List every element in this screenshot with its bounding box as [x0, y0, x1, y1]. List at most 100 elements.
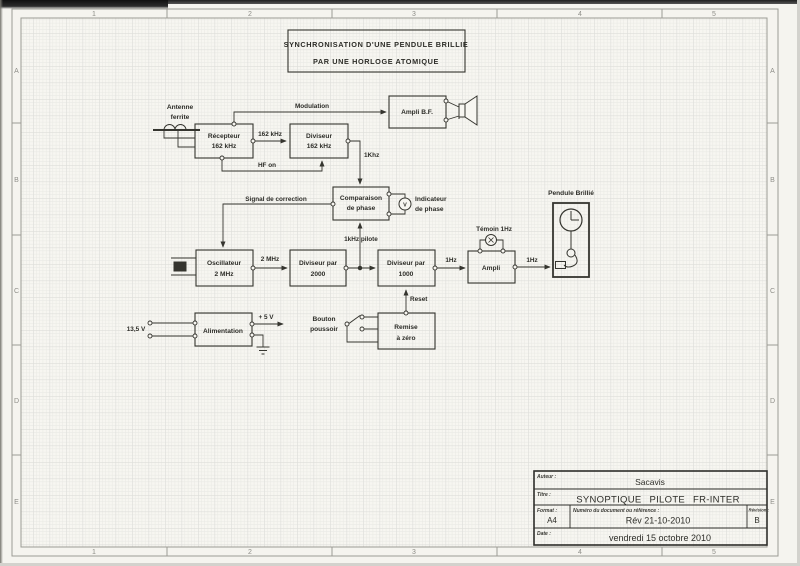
terminal [192, 333, 198, 339]
diviseur2000-label: Diviseur par [299, 260, 338, 267]
comparaison-label: Comparaison [340, 195, 382, 202]
label-temoin: Témoin 1Hz [476, 226, 512, 233]
date-label: Date : [537, 531, 551, 537]
frame-ticks-right [767, 122, 778, 456]
auteur-label: Auteur : [536, 474, 557, 480]
terminal [443, 117, 449, 123]
terminals [147, 98, 518, 339]
row-label: E [14, 499, 19, 506]
terminal [386, 191, 392, 197]
ampli-bf-label: Ampli B.F. [401, 109, 433, 116]
wire-hf-on [221, 158, 325, 172]
wire-1khz [348, 140, 363, 185]
bouton-label: poussoir [310, 326, 338, 333]
switch-contact [344, 321, 350, 327]
ampli-bf-box [388, 95, 447, 129]
switch-contact [359, 314, 365, 320]
wire-antenna [163, 130, 195, 148]
terminal [147, 320, 153, 326]
pendulum-hook-icon [563, 254, 578, 268]
titre-label: Titre : [537, 492, 551, 498]
pendule-box [552, 202, 590, 278]
label-reset: Reset [410, 296, 428, 303]
frame-inner-grid [20, 17, 768, 548]
ampli-label: Ampli [482, 265, 500, 272]
label-2mhz: 2 MHz [261, 256, 279, 263]
terminal [147, 333, 153, 339]
terminal [249, 321, 255, 327]
col-label: 4 [578, 549, 582, 556]
antenna-label: ferrite [171, 114, 190, 121]
pendulum-bob-icon [566, 248, 576, 258]
wire-lamp [479, 239, 504, 251]
terminal [343, 265, 349, 271]
ground-icon [256, 346, 270, 355]
recepteur-label: Récepteur [208, 133, 241, 140]
terminal [330, 201, 336, 207]
speaker-icon [458, 95, 478, 126]
frame-ticks-top [166, 9, 663, 18]
terminal [231, 121, 237, 127]
row-label: E [770, 499, 775, 506]
lamp-cross-icon [488, 237, 494, 243]
col-label: 1 [92, 549, 96, 556]
remise-label: à zéro [396, 335, 415, 342]
diviseur1000-label: 1000 [399, 271, 414, 278]
format-value: A4 [547, 516, 557, 525]
indicateur-label: de phase [415, 206, 444, 213]
terminal [432, 265, 438, 271]
row-label: A [14, 68, 19, 75]
label-signal-correction: Signal de correction [245, 196, 307, 203]
wire-signal-correction [220, 203, 333, 248]
label-hf-on: HF on [258, 162, 276, 169]
symbols [153, 95, 583, 355]
frame-labels: 1 2 3 4 5 1 2 3 4 5 A B C D E A B C D E [14, 11, 775, 556]
terminal [500, 248, 506, 254]
terminal [249, 332, 255, 338]
indicateur-label: Indicateur [415, 196, 447, 203]
antenna-label: Antenne [167, 104, 194, 111]
alimentation-label: Alimentation [203, 328, 243, 335]
diviseur162-label: 162 kHz [307, 143, 332, 150]
row-label: B [770, 177, 775, 184]
terminal [477, 248, 483, 254]
cartouche: Auteur : Sacavis Titre : SYNOPTIQUE PILO… [533, 470, 770, 546]
terminal [443, 98, 449, 104]
label-1khz: 1Khz [364, 152, 379, 159]
terminal [403, 310, 409, 316]
row-label: B [14, 177, 19, 184]
diviseur2000-label: 2000 [311, 271, 326, 278]
oscillateur-label: Oscillateur [207, 260, 242, 267]
terminal [512, 264, 518, 270]
antenna-coil-icon [163, 124, 187, 131]
terminal [192, 320, 198, 326]
wires [150, 100, 551, 347]
diviseur1000-label: Diviseur par [387, 260, 426, 267]
col-label: 3 [412, 11, 416, 18]
label-1khz-pilote: 1kHz pilote [344, 236, 378, 243]
cartouche-border [533, 470, 768, 546]
comparaison-label: de phase [347, 205, 376, 212]
remise-label: Remise [394, 324, 418, 331]
row-label: A [770, 68, 775, 75]
auteur-value: Sacavis [635, 477, 665, 487]
format-label: Format : [537, 508, 557, 514]
alimentation-box [194, 312, 253, 347]
junction-dot [357, 265, 363, 271]
row-label: D [770, 398, 775, 405]
phase-meter-icon [398, 197, 412, 211]
terminal [386, 211, 392, 217]
row-label: C [770, 288, 775, 295]
terminal [345, 138, 351, 144]
pendule-label: Pendule Brillié [548, 190, 594, 197]
label-modulation: Modulation [295, 103, 329, 110]
col-label: 2 [248, 549, 252, 556]
frame-ticks-bottom [166, 547, 663, 556]
numero-label: Numéro du document ou référence : [573, 508, 659, 514]
col-label: 3 [412, 549, 416, 556]
frame-ticks-left [12, 122, 21, 456]
col-label: 2 [248, 11, 252, 18]
date-value: vendredi 15 octobre 2010 [609, 533, 711, 543]
